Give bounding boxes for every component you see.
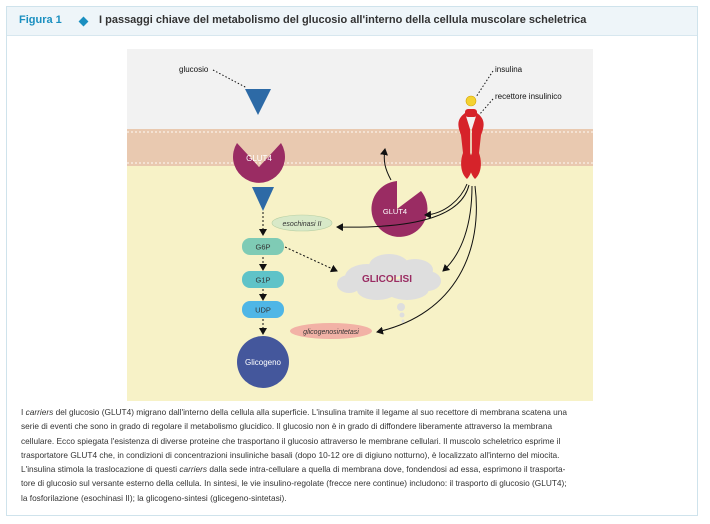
figure-header: Figura 1 I passaggi chiave del metabolis… [7, 7, 697, 36]
esochinasi-label: esochinasi II [283, 221, 322, 228]
glucose-molecule-icon [245, 89, 271, 115]
caption-italic: carriers [179, 464, 208, 475]
glicolisi-cloud [337, 254, 441, 300]
figure-label: Figura 1 [19, 14, 62, 26]
g6p-label: G6P [255, 243, 270, 252]
glut4-membrane-icon [233, 143, 285, 183]
glucosio-label: glucosio [179, 65, 209, 74]
caption-line: la fosforilazione (esochinasi II); la gl… [21, 492, 287, 503]
glycogen-node [237, 336, 289, 388]
glicolisi-label: GLICOLISI [362, 274, 412, 285]
caption-line: L'insulina stimola la traslocazione di q… [21, 464, 566, 475]
recettore-label: recettore insulinico [495, 92, 562, 101]
insulina-label: insulina [495, 65, 523, 74]
glicogenosintetasi-enzyme [290, 323, 372, 339]
esochinasi-enzyme [271, 214, 333, 232]
diagram-svg: glucosio GLUT4 esochinasi II G6P G1P [127, 49, 593, 401]
g6p-node [242, 238, 284, 255]
caption-line: I carriers del glucosio (GLUT4) migrano … [21, 407, 567, 417]
caption-line: serie di eventi che sono in grado di reg… [21, 421, 553, 432]
glut4-membrane-label: GLUT4 [246, 154, 272, 163]
glut4-vesicle-icon [371, 181, 428, 237]
glucose-intracellular-icon [252, 187, 274, 211]
udp-node [242, 301, 284, 318]
g1p-node [242, 271, 284, 288]
figure-frame: Figura 1 I passaggi chiave del metabolis… [6, 6, 698, 516]
udp-label: UDP [255, 306, 271, 315]
figure-title: I passaggi chiave del metabolismo del gl… [99, 14, 587, 26]
cell-membrane [127, 129, 593, 166]
figure-caption: I carriers del glucosio (GLUT4) migrano … [21, 405, 687, 505]
caption-line: cellulare. Ecco spiegata l'esistenza di … [21, 435, 561, 446]
insulin-molecule-icon [465, 95, 477, 107]
g1p-label: G1P [255, 276, 270, 285]
insulin-receptor-right [469, 113, 484, 179]
diagram: glucosio GLUT4 esochinasi II G6P G1P [127, 49, 593, 401]
diamond-icon [78, 16, 89, 27]
insulin-receptor-left [458, 113, 473, 179]
glicogenosintetasi-label: glicogenosintetasi [303, 329, 359, 336]
glicogeno-label: Glicogeno [245, 358, 282, 367]
extracellular-space [127, 49, 593, 129]
glut4-vesicle-label: GLUT4 [383, 207, 407, 216]
caption-line: trasportatore GLUT4 che, in condizioni d… [21, 449, 560, 460]
caption-line: tore di glucosio sul versante esterno de… [21, 478, 567, 489]
caption-italic: carriers [25, 407, 54, 417]
